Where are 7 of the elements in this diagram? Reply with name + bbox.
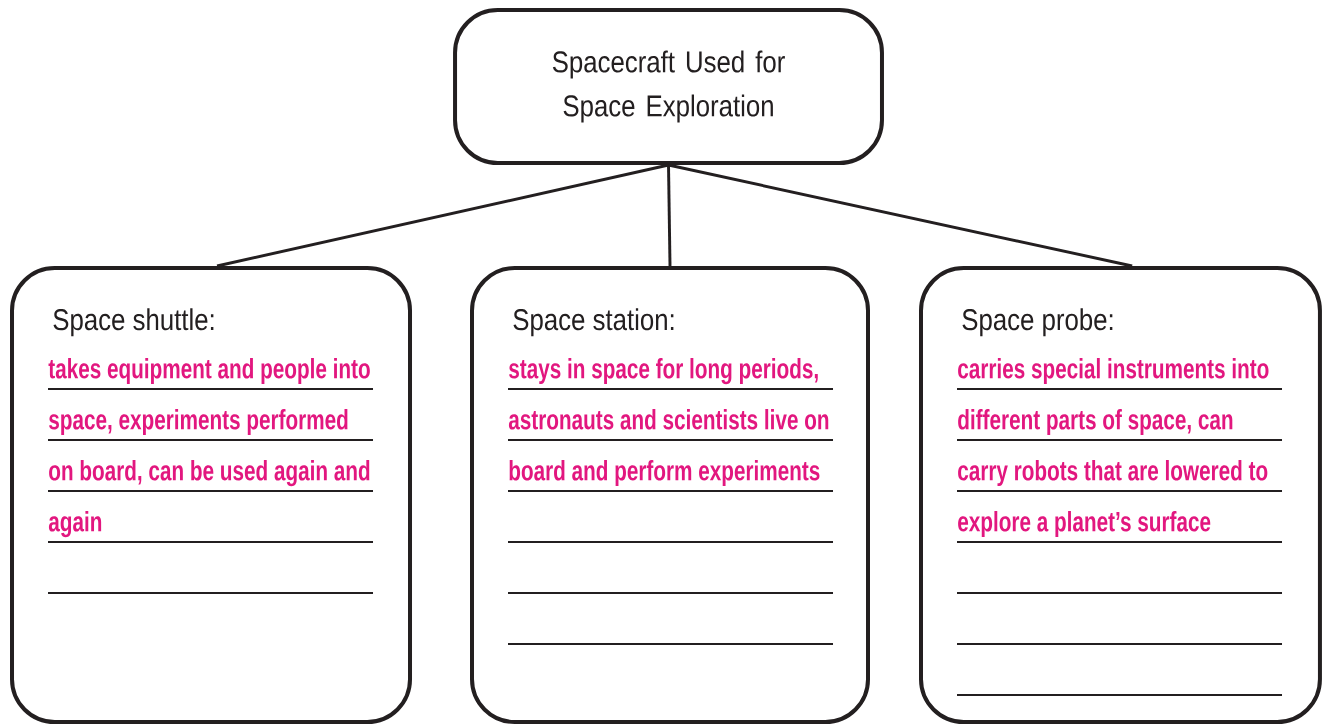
connector-line	[668, 163, 1133, 268]
category-box: Space station: stays in space for long periods, astronauts and scientists live on board and perform experiments	[470, 266, 870, 724]
title-box: Spacecraft Used for Space Exploration	[453, 7, 884, 166]
connector-line	[216, 163, 669, 268]
category-box: Space shuttle: takes equipment and people into space, experiments performed on board, can be used again and again	[10, 266, 412, 724]
connector-line	[667, 165, 672, 266]
category-box: Space probe: carries special instruments into different parts of space, can carry robots that are lowered to explore a planet’s surface	[919, 266, 1322, 724]
